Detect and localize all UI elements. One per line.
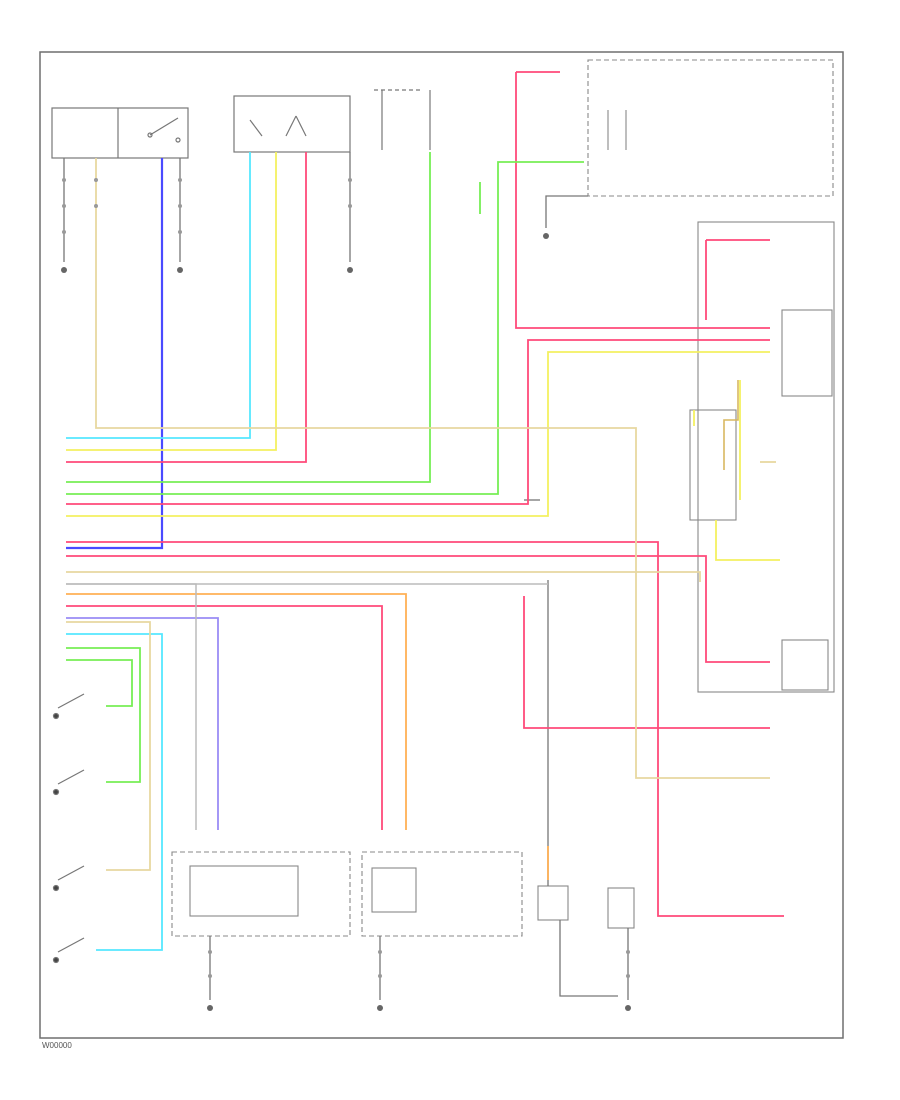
diagram-frame: [39, 51, 844, 1039]
ground-symbols: [61, 233, 631, 1011]
wire-tan: [66, 158, 776, 871]
component-theft-deterrent-relay: [587, 59, 834, 197]
connector-pins: [62, 178, 630, 978]
wire-green: [66, 152, 584, 783]
component-fuse-block: [374, 89, 431, 150]
wire-gold: [723, 380, 739, 470]
component-key-cylinder-switch: [233, 95, 351, 153]
wire-cyan: [66, 152, 251, 951]
wire-blue: [66, 158, 164, 550]
component-door-switches: [52, 693, 85, 964]
wires-black: [63, 152, 629, 1000]
component-power-door-lock-switch: [51, 107, 189, 159]
diagram-code: W00000: [42, 1041, 72, 1050]
component-body-control-module: [689, 221, 835, 693]
wire-violet: [66, 617, 219, 830]
component-trunk-lock: [537, 885, 635, 929]
wire-yellow: [66, 152, 780, 561]
component-left-door-lock-module: [171, 851, 351, 937]
wire-orange: [66, 593, 549, 880]
wire-gray: [66, 583, 548, 830]
wire-pink: [66, 71, 784, 917]
component-right-door-lock-module: [361, 851, 523, 937]
